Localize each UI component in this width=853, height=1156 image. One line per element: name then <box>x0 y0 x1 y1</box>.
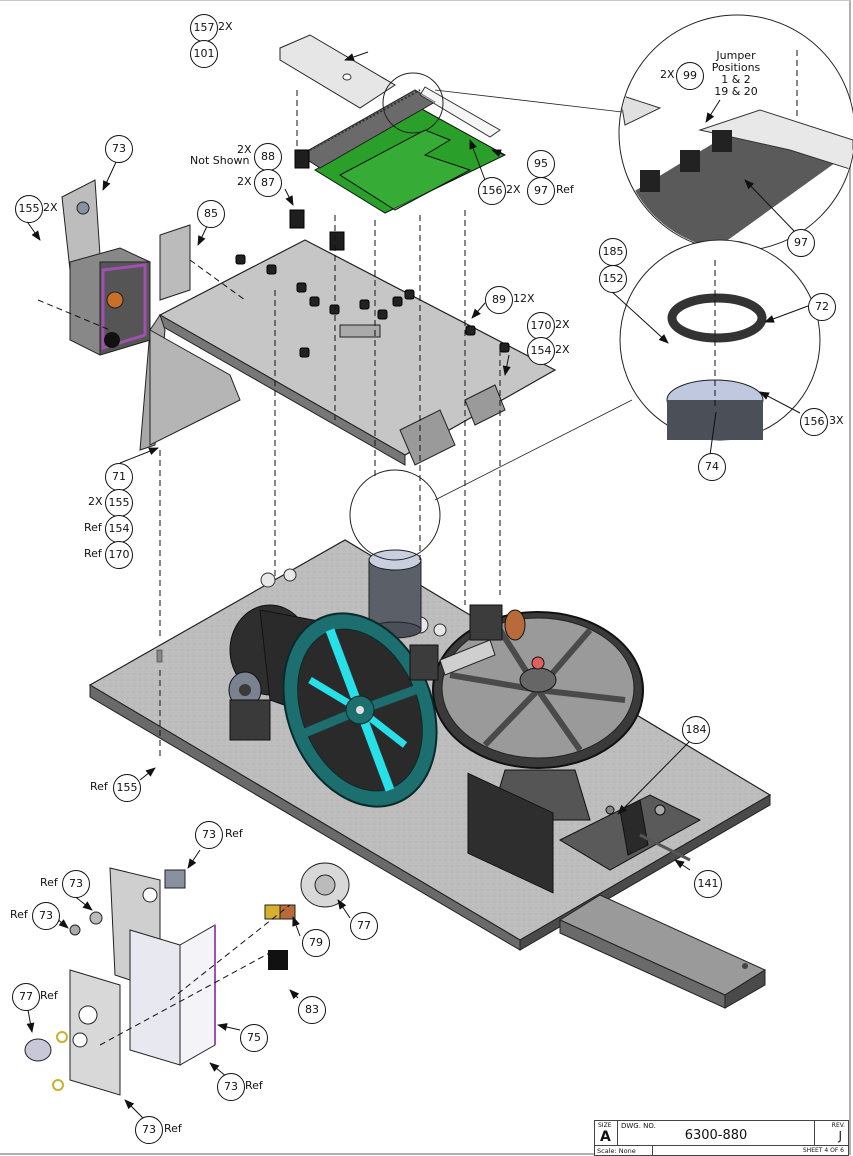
callout-note: Not Shown <box>190 154 250 167</box>
detail-circle-small <box>349 469 441 561</box>
callout-qty: 2X <box>555 318 570 331</box>
callout-balloon: 73 <box>217 1073 245 1101</box>
callout-balloon: 157 <box>190 14 218 42</box>
callout-balloon: 152 <box>599 265 627 293</box>
callout-balloon: 97 <box>527 177 555 205</box>
switch-box-upper <box>61 179 151 356</box>
callout-qty: 3X <box>829 414 844 427</box>
detail-qty: 2X <box>660 68 675 81</box>
control-panel-bracket <box>139 239 557 466</box>
title-block: SIZE A DWG. NO. 6300-880 REV. J Scale: N… <box>594 1120 849 1156</box>
jumper-note-line: 1 & 2 <box>721 73 751 86</box>
callout-qty: Ref <box>225 827 243 840</box>
detail-circle-capacitor-clamp <box>619 239 821 441</box>
jumper-note: Jumper Positions 1 & 2 19 & 20 <box>705 50 767 98</box>
callout-qty: Ref <box>245 1079 263 1092</box>
callout-balloon: 89 <box>485 286 513 314</box>
callout-qty: 2X <box>43 201 58 214</box>
callout-qty: Ref <box>40 989 58 1002</box>
pcb <box>299 86 507 214</box>
callout-balloon: 170 <box>105 541 133 569</box>
detail-ref-balloon: 97 <box>787 229 815 257</box>
callout-balloon: 101 <box>190 40 218 68</box>
callout-qty: Ref <box>84 521 102 534</box>
callout-balloon: 154 <box>527 337 555 365</box>
revision-label: REV. <box>831 1122 845 1129</box>
callout-balloon: 95 <box>527 150 555 178</box>
divider <box>652 1146 653 1156</box>
drawing-number-label: DWG. NO. <box>621 1122 656 1130</box>
jumper-note-line: Jumper <box>716 49 756 62</box>
callout-balloon: 85 <box>197 200 225 228</box>
scale-text: Scale: None <box>597 1147 636 1155</box>
callout-balloon: 83 <box>298 996 326 1024</box>
callout-qty: 2X <box>237 143 252 156</box>
callout-balloon: 72 <box>808 293 836 321</box>
jumper-note-line: Positions <box>711 61 761 74</box>
callout-balloon: 73 <box>195 821 223 849</box>
callout-qty: 2X <box>88 495 103 508</box>
revision-value: J <box>838 1129 842 1143</box>
callout-balloon: 184 <box>682 716 710 744</box>
callout-balloon: 88 <box>254 143 282 171</box>
callout-balloon: 87 <box>254 169 282 197</box>
pulley <box>282 612 438 808</box>
title-block-footer: Scale: None SHEET 4 OF 6 <box>595 1145 848 1156</box>
callout-qty: Ref <box>164 1122 182 1135</box>
jumper-note-line: 19 & 20 <box>714 85 758 98</box>
callout-balloon: 71 <box>105 463 133 491</box>
callout-balloon: 170 <box>527 312 555 340</box>
callout-balloon: 73 <box>62 870 90 898</box>
detail-circle-pcb <box>382 72 444 134</box>
callout-qty: Ref <box>556 183 574 196</box>
switch-box-lower <box>24 862 350 1096</box>
callout-balloon: 185 <box>599 238 627 266</box>
callout-balloon: 74 <box>698 453 726 481</box>
detail-balloon: 99 <box>676 62 704 90</box>
size-label: SIZE <box>598 1122 612 1129</box>
callout-balloon: 79 <box>302 929 330 957</box>
callout-qty: 2X <box>237 175 252 188</box>
drawing-number-cell: DWG. NO. 6300-880 <box>618 1121 815 1145</box>
callout-qty: Ref <box>84 547 102 560</box>
callout-balloon: 156 <box>478 177 506 205</box>
callout-balloon: 155 <box>113 774 141 802</box>
callout-balloon: 77 <box>12 983 40 1011</box>
assembly-lines <box>37 50 798 1046</box>
callout-qty: 12X <box>513 292 535 305</box>
callout-balloon: 77 <box>350 912 378 940</box>
revision-cell: REV. J <box>815 1121 848 1145</box>
size-value: A <box>600 1129 611 1145</box>
size-cell: SIZE A <box>595 1121 618 1145</box>
label-card <box>159 224 191 301</box>
pcb-cover-plate <box>279 34 396 109</box>
callout-balloon: 73 <box>105 135 133 163</box>
gearbox-blocks <box>409 604 526 681</box>
callout-balloon: 141 <box>694 870 722 898</box>
callout-balloon: 155 <box>15 195 43 223</box>
callout-qty: Ref <box>40 876 58 889</box>
rail <box>558 894 767 1009</box>
drawing-number: 6300-880 <box>684 1128 748 1143</box>
callout-qty: Ref <box>90 780 108 793</box>
callout-balloon: 73 <box>32 902 60 930</box>
callout-qty: Ref <box>10 908 28 921</box>
callout-qty: 2X <box>555 343 570 356</box>
callout-qty: 2X <box>506 183 521 196</box>
callout-qty: 2X <box>218 20 233 33</box>
callout-balloon: 156 <box>800 408 828 436</box>
detail-leaders <box>434 89 633 501</box>
callout-balloon: 155 <box>105 489 133 517</box>
callout-balloon: 73 <box>135 1116 163 1144</box>
sheet-number: SHEET 4 OF 6 <box>802 1147 844 1154</box>
connectors <box>289 149 345 251</box>
callout-balloon: 154 <box>105 515 133 543</box>
detail-circle-jumper <box>618 14 853 252</box>
callout-balloon: 75 <box>240 1024 268 1052</box>
